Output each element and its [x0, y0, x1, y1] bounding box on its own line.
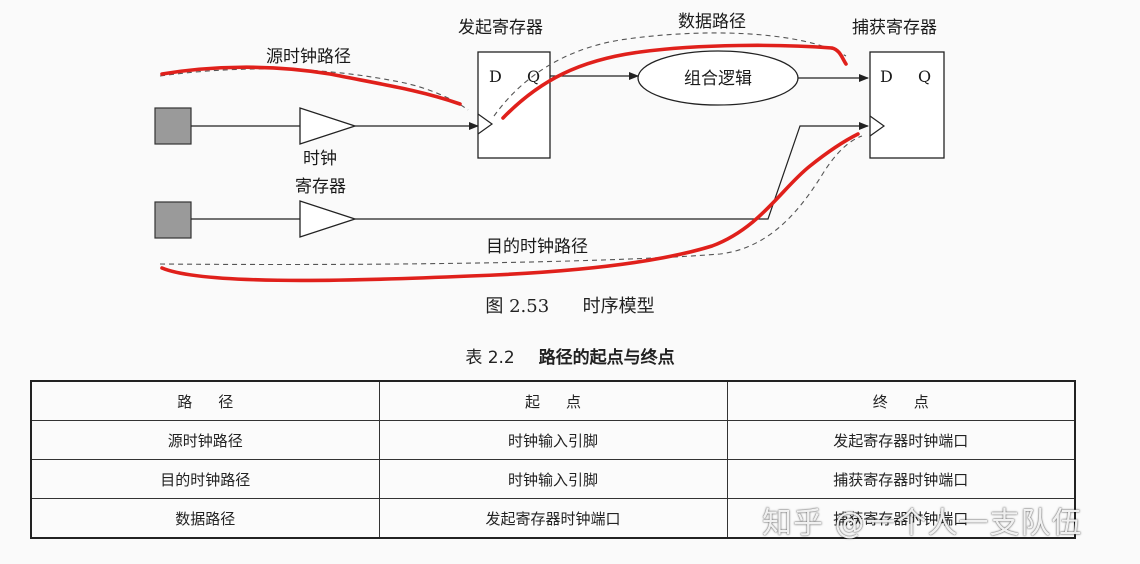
header-end: 终点: [726, 380, 1076, 421]
table-caption-title: 路径的起点与终点: [538, 348, 675, 368]
table-row: 目的时钟路径 时钟输入引脚 捕获寄存器时钟端口: [30, 459, 1076, 499]
clock-label-line2: 寄存器: [295, 177, 346, 197]
table-row: 源时钟路径 时钟输入引脚 发起寄存器时钟端口: [30, 420, 1076, 460]
header-start: 起点: [378, 380, 728, 421]
launch-register-q: Q: [527, 67, 540, 86]
red-annotation-data-path: [501, 43, 848, 120]
clock-buffer-top: [299, 107, 358, 145]
dest-clock-path-label: 目的时钟路径: [486, 237, 588, 257]
figure-caption-number: 图 2.53: [485, 296, 550, 317]
path-start-end-table: 路径 起点 终点 源时钟路径 时钟输入引脚 发起寄存器时钟端口 目的时钟路径 时…: [30, 380, 1076, 539]
capture-register-d: D: [880, 67, 893, 86]
table-caption-number: 表 2.2: [465, 348, 515, 368]
table-cell: 捕获寄存器时钟端口: [726, 498, 1076, 539]
table-header-row: 路径 起点 终点: [30, 380, 1076, 421]
zhihu-watermark: 知乎 @一个人一支队伍: [762, 506, 1083, 541]
capture-register: [869, 51, 945, 159]
table-cell: 发起寄存器时钟端口: [726, 420, 1076, 460]
data-dashed-path: [493, 32, 847, 117]
red-annotation-dest-clock: [160, 132, 860, 283]
table-cell: 捕获寄存器时钟端口: [726, 459, 1076, 499]
figure-caption: 图 2.53 时序模型: [0, 292, 1140, 318]
source-clock-dashed-path: [159, 68, 469, 111]
table-caption: 表 2.2 路径的起点与终点: [0, 343, 1140, 368]
table-row: 数据路径 发起寄存器时钟端口 捕获寄存器时钟端口: [30, 498, 1076, 539]
combinational-logic-label: 组合逻辑: [684, 69, 752, 89]
red-annotation-source-clock: [160, 65, 462, 106]
clock-input-pad-bottom: [154, 201, 192, 239]
table-cell: 时钟输入引脚: [378, 459, 728, 499]
figure-caption-title: 时序模型: [582, 296, 655, 317]
table-cell: 时钟输入引脚: [378, 420, 728, 460]
source-clock-path-label: 源时钟路径: [266, 47, 351, 67]
capture-register-label: 捕获寄存器: [852, 18, 937, 38]
table-cell: 数据路径: [30, 498, 380, 539]
capture-register-q: Q: [918, 67, 931, 86]
capture-register-clock-pin: [869, 115, 886, 137]
clock-input-pad-top: [154, 107, 192, 145]
clock-label-line1: 时钟: [303, 149, 337, 169]
table-cell: 源时钟路径: [30, 420, 380, 460]
table-cell: 发起寄存器时钟端口: [378, 498, 728, 539]
launch-register-clock-pin: [477, 113, 494, 135]
data-path-label: 数据路径: [678, 12, 746, 32]
launch-register-d: D: [489, 67, 502, 86]
table-cell: 目的时钟路径: [30, 459, 380, 499]
dest-clock-dashed-path: [159, 135, 863, 266]
timing-diagram: D Q 发起寄存器 组合逻辑 数据路径 D Q 捕获寄存器 源时钟路径 时钟 寄…: [154, 12, 945, 283]
launch-register-label: 发起寄存器: [458, 18, 543, 38]
header-path: 路径: [30, 380, 380, 421]
clock-buffer-bottom: [299, 200, 358, 238]
